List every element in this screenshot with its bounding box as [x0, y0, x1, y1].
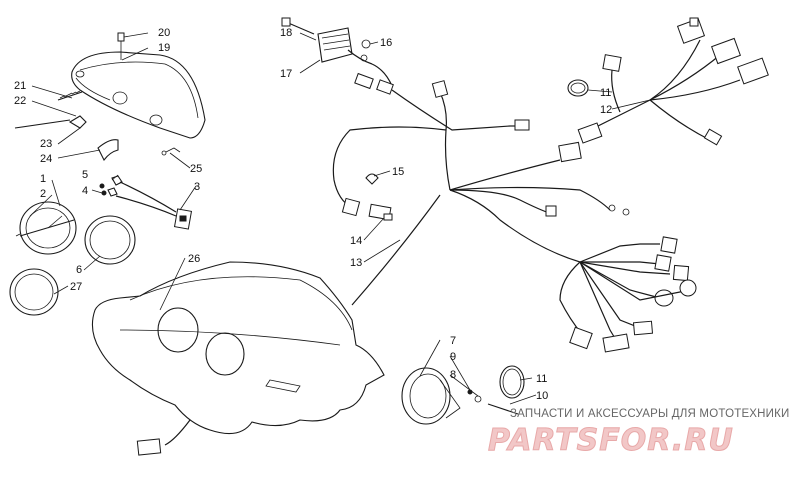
callout-20: 20 — [158, 27, 170, 39]
callout-23: 23 — [40, 138, 52, 150]
callout-10: 10 — [536, 390, 548, 402]
clamps-11 — [567, 79, 589, 97]
watermark: ЗАПЧАСТИ И АКСЕССУАРЫ ДЛЯ МОТОТЕХНИКИ PA… — [488, 408, 790, 459]
cap-15 — [365, 173, 379, 185]
callout-17: 17 — [280, 68, 292, 80]
headlight-assembly — [71, 32, 206, 139]
callout-13: 13 — [350, 257, 362, 269]
callout-15: 15 — [392, 166, 404, 178]
regulator-assembly — [281, 17, 394, 95]
connector-harness-12 — [577, 17, 769, 146]
callout-8: 8 — [450, 369, 456, 381]
bulb-socket-parts — [14, 90, 181, 162]
callout-21: 21 — [14, 80, 26, 92]
main-wiring-harness — [332, 80, 697, 353]
callout-2: 2 — [40, 188, 46, 200]
leader-lines — [29, 32, 651, 405]
callout-24: 24 — [40, 153, 52, 165]
callout-1: 1 — [40, 173, 46, 185]
callout-22: 22 — [14, 95, 26, 107]
callout-14: 14 — [350, 235, 362, 247]
callout-numbers: 20 19 21 22 23 24 25 1 2 5 4 3 6 27 26 1… — [14, 27, 612, 402]
watermark-logo: PARTSFOR.RU — [488, 423, 734, 458]
callout-11-bottom: 11 — [536, 373, 547, 385]
callout-6: 6 — [76, 264, 82, 276]
callout-27: 27 — [70, 281, 82, 293]
callout-19: 19 — [158, 42, 170, 54]
callout-25: 25 — [190, 163, 202, 175]
callout-16: 16 — [380, 37, 392, 49]
callout-5: 5 — [82, 169, 88, 181]
callout-7: 7 — [450, 335, 456, 347]
callout-18: 18 — [280, 27, 292, 39]
instrument-pod — [91, 194, 441, 456]
watermark-subtitle: ЗАПЧАСТИ И АКСЕССУАРЫ ДЛЯ МОТОТЕХНИКИ — [510, 408, 790, 420]
callout-12: 12 — [600, 104, 612, 116]
gauge-assembly — [9, 201, 136, 316]
callout-4: 4 — [82, 185, 88, 197]
callout-3: 3 — [194, 181, 200, 193]
callout-9: 9 — [450, 351, 456, 363]
callout-26: 26 — [188, 253, 200, 265]
callout-11-top: 11 — [600, 87, 611, 99]
